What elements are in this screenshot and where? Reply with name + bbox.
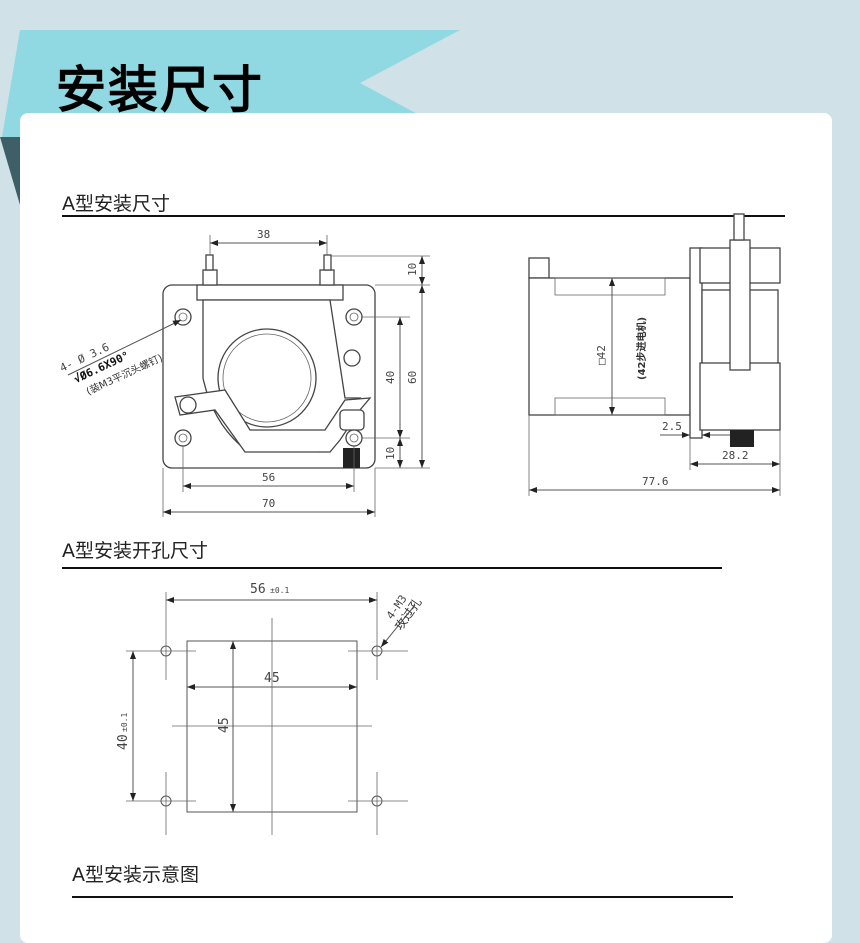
dim-28-2: 28.2 (722, 449, 749, 462)
header-ribbon (0, 30, 460, 205)
mounting-hole (345, 429, 363, 447)
section-divider (62, 567, 722, 569)
dim-40: 40 (116, 734, 131, 750)
dim-45-vertical: 45 (217, 717, 232, 733)
front-view-drawing: 38 10 60 40 10 56 70 4- Ø 3.6 √Ø6.6X90° … (58, 228, 430, 517)
cutout-drawing: 56 ±0.1 40 ±0.1 45 45 4-M3 攻过孔 (116, 582, 424, 835)
dim-40-tolerance: ±0.1 (120, 713, 129, 732)
section-heading-installation-diagram: A型安装示意图 (72, 864, 199, 886)
m3-hole (348, 772, 408, 835)
mounting-hole (345, 308, 363, 326)
dim-2-5: 2.5 (662, 420, 682, 433)
section-divider (72, 896, 733, 898)
dim-70: 70 (262, 497, 275, 510)
page-title: 安装尺寸 (56, 61, 264, 119)
motor-size-label: □42 (595, 345, 608, 365)
section-divider (62, 215, 785, 217)
dim-56: 56 (262, 471, 275, 484)
dim-56: 56 (250, 582, 266, 597)
technical-drawings: 38 10 60 40 10 56 70 4- Ø 3.6 √Ø6.6X90° … (58, 213, 781, 835)
dim-45-horizontal: 45 (264, 671, 280, 686)
m3-hole (126, 592, 196, 680)
dim-60: 60 (406, 371, 419, 384)
section-heading-mounting-dimensions: A型安装尺寸 (62, 193, 170, 215)
m3-hole (126, 772, 196, 835)
motor-type-label: (42步进电机) (635, 317, 648, 380)
side-view-drawing: □42 (42步进电机) 2.5 28.2 77.6 (528, 213, 781, 496)
dim-77-6: 77.6 (642, 475, 669, 488)
dim-56-tolerance: ±0.1 (270, 586, 289, 595)
dim-40: 40 (384, 371, 397, 384)
dim-10-top: 10 (406, 263, 419, 276)
section-heading-cutout-dimensions: A型安装开孔尺寸 (62, 540, 208, 562)
mounting-hole (174, 429, 192, 447)
m3-hole (348, 592, 408, 680)
mounting-hole (174, 308, 192, 326)
dim-10-bottom: 10 (384, 447, 397, 460)
dim-38: 38 (257, 228, 270, 241)
